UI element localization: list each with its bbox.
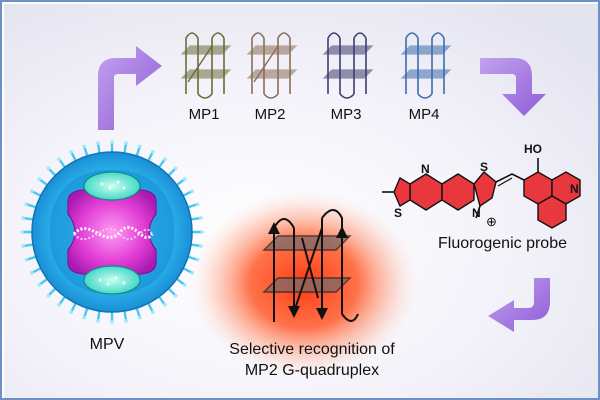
probe-atom-s-top: S xyxy=(480,160,489,174)
fluorogenic-probe-label: Fluorogenic probe xyxy=(438,235,567,252)
flow-arrow-down-right xyxy=(480,58,546,116)
virus-surface-spikes xyxy=(20,140,204,324)
recognition-caption-line2: MP2 G-quadruplex xyxy=(244,362,380,379)
mpv-virus xyxy=(20,140,204,324)
quadruplex-mp4-icon xyxy=(400,32,452,99)
recognition-caption-line1: Selective recognition of xyxy=(229,341,395,358)
probe-charge-symbol: ⊕ xyxy=(486,214,497,229)
probe-hydroxyl-label: HO xyxy=(524,142,542,156)
probe-atom-n-top: N xyxy=(421,162,430,176)
quadruplex-mp2-icon xyxy=(246,32,298,99)
mp3-label: MP3 xyxy=(330,106,362,123)
quadruplex-row xyxy=(180,32,452,99)
probe-structure xyxy=(382,158,581,229)
mp2-label: MP2 xyxy=(254,106,286,123)
mpv-label: MPV xyxy=(89,336,125,353)
quadruplex-mp3-icon xyxy=(322,32,374,99)
flow-arrow-up xyxy=(98,46,162,130)
probe-atom-s-left: S xyxy=(394,206,403,220)
probe-atom-n-plus: N xyxy=(472,206,481,220)
flow-arrow-down-left xyxy=(488,278,550,332)
mp4-label: MP4 xyxy=(408,106,440,123)
mp1-label: MP1 xyxy=(188,106,220,123)
probe-atom-n-ring: N xyxy=(570,182,579,196)
mp2-quadruplex-large xyxy=(262,209,359,322)
quadruplex-mp1-icon xyxy=(180,32,232,99)
